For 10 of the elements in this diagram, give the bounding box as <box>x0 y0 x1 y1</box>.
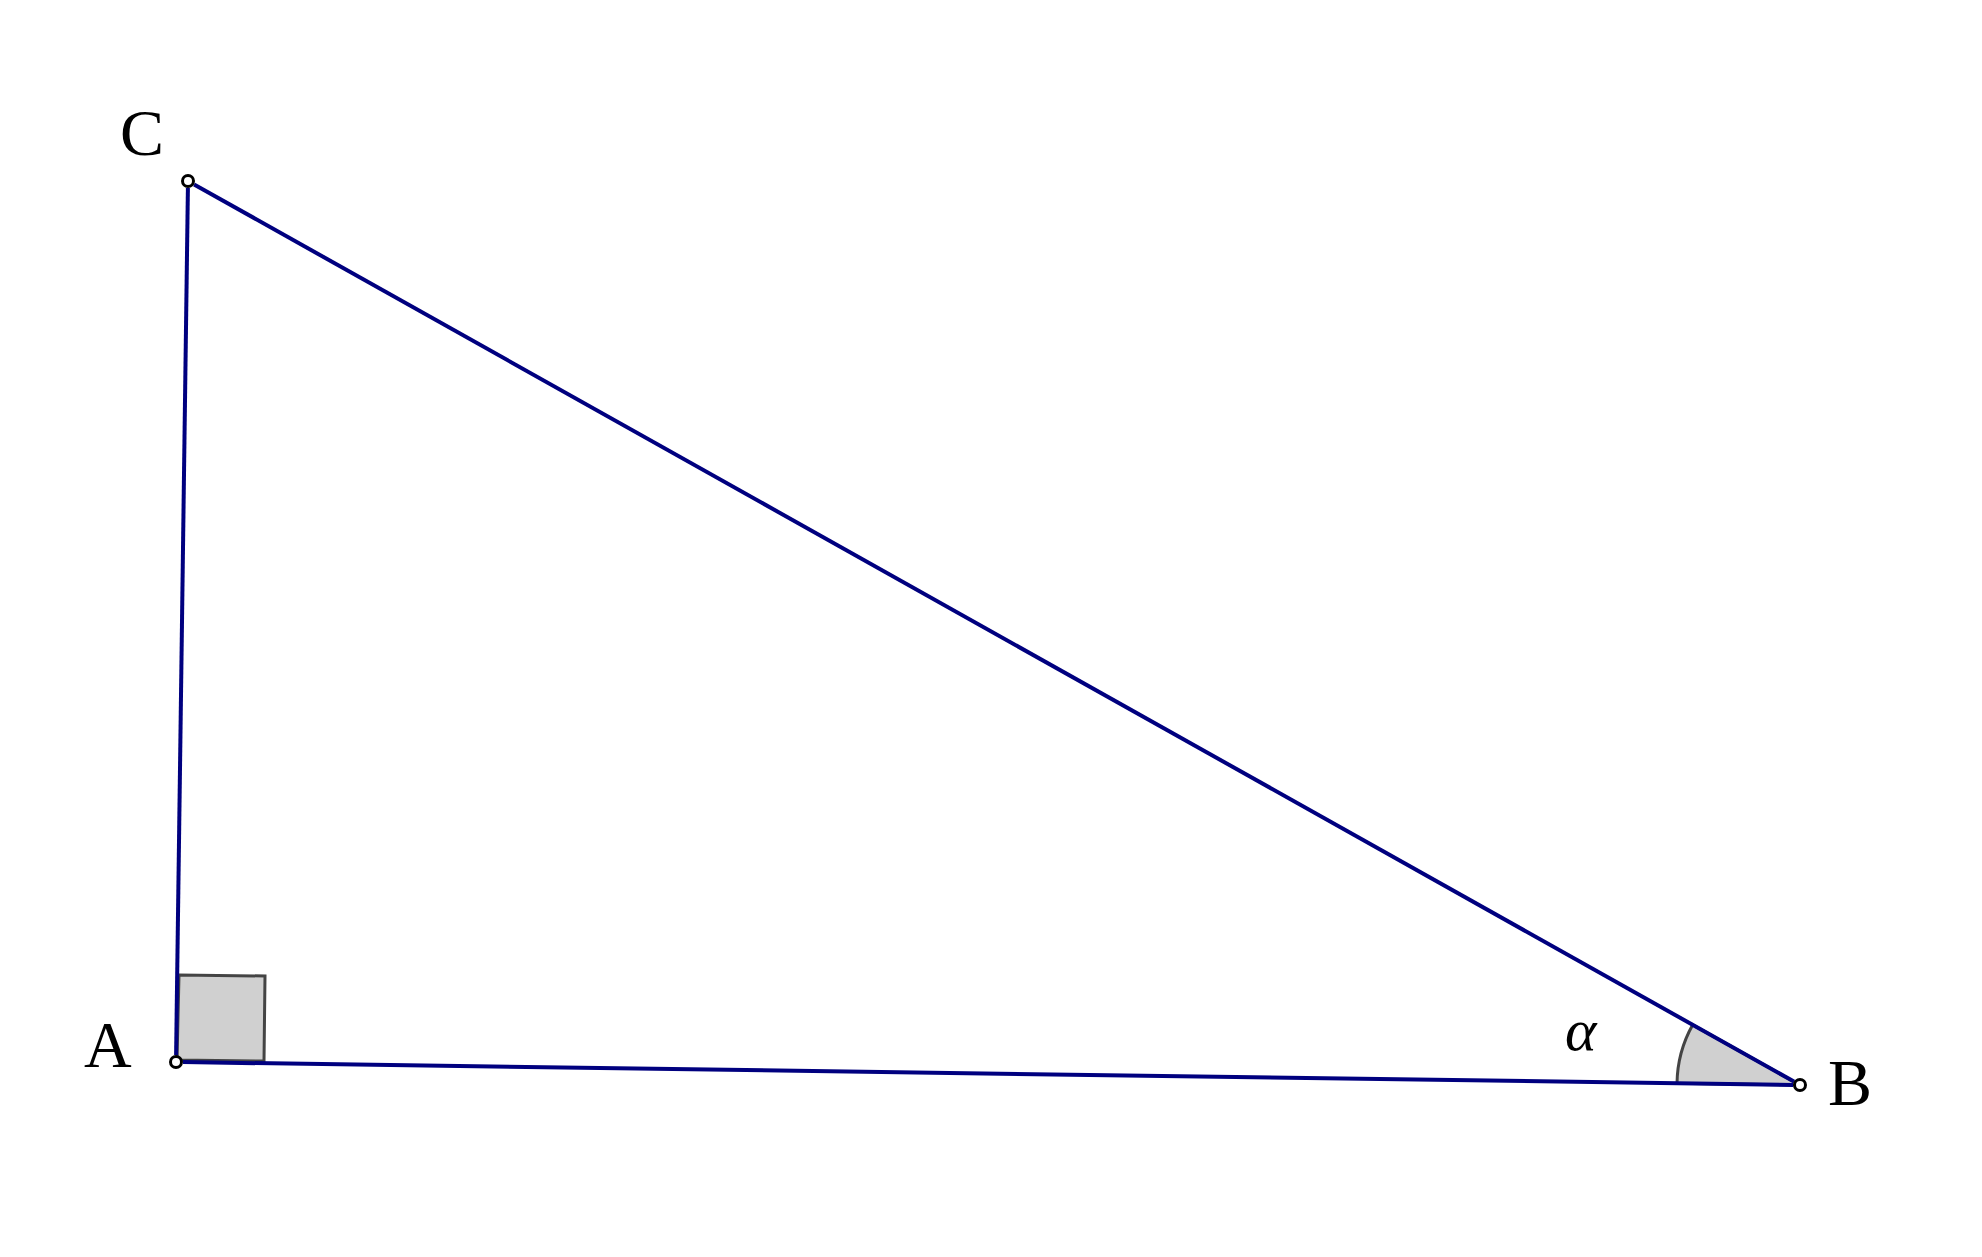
triangle-side <box>182 1060 1794 1087</box>
vertex-label: B <box>1828 1050 1873 1116</box>
point-marker <box>169 1055 183 1069</box>
vertex-label: A <box>84 1012 132 1078</box>
point-marker <box>181 174 195 188</box>
point-marker <box>1793 1078 1807 1092</box>
triangle-side <box>174 187 190 1056</box>
angle-label: α <box>1565 1000 1597 1060</box>
vertex-label: C <box>120 100 165 166</box>
triangle-side <box>193 182 1795 1084</box>
